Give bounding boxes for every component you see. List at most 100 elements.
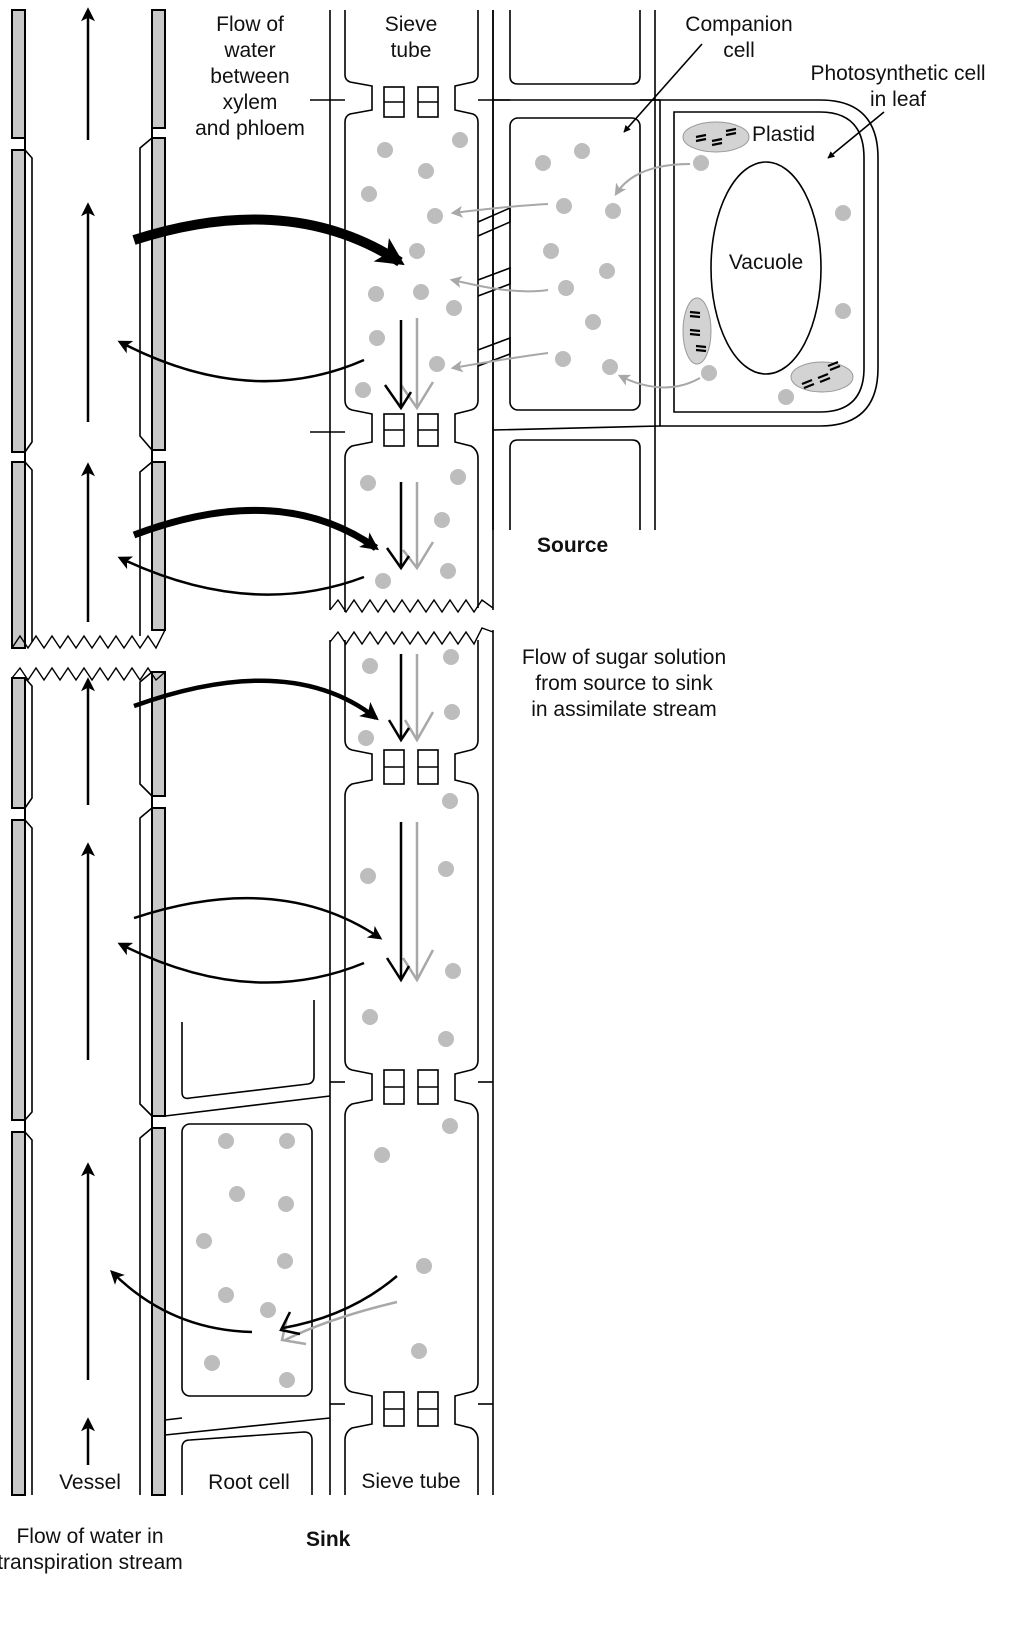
vessel-wall-left (11, 9, 26, 1496)
label-flow-between: Flow of water between xylem and phloem (195, 13, 305, 140)
grey-dot-icon (556, 198, 572, 214)
grey-dot-icon (429, 356, 445, 372)
grey-dot-icon (446, 300, 462, 316)
black-arrow-icon (117, 340, 365, 383)
black-arrow-icon (132, 506, 379, 551)
sugar-flow-arrows (280, 163, 701, 1346)
grey-dot-icon (377, 142, 393, 158)
sieve-tube (310, 10, 660, 1495)
grey-dot-icon (427, 208, 443, 224)
label-vessel: Vessel (59, 1471, 121, 1494)
plastid (790, 360, 854, 393)
black-arrow-icon (110, 1270, 253, 1334)
grey-dot-icon (543, 243, 559, 259)
label-companion-cell: Companion cell (685, 13, 793, 62)
grey-dot-icon (835, 303, 851, 319)
grey-dot-icon (602, 359, 618, 375)
grey-dot-icon (279, 1372, 295, 1388)
grey-dot-icon (434, 512, 450, 528)
grey-dot-icon (535, 155, 551, 171)
label-flow-transpiration: Flow of water in transpiration stream (0, 1525, 183, 1574)
leader-lines (623, 43, 885, 159)
grey-dot-icon (369, 330, 385, 346)
grey-dot-icon (362, 1009, 378, 1025)
grey-dot-icon (277, 1253, 293, 1269)
companion-cell (477, 10, 661, 530)
sieve-plate-icon (383, 1069, 439, 1105)
sieve-plate-icon (383, 749, 439, 785)
black-arrow-icon (117, 556, 365, 596)
grey-dot-icon (605, 203, 621, 219)
grey-dot-icon (835, 205, 851, 221)
grey-dot-icon (358, 730, 374, 746)
grey-dot-icon (585, 314, 601, 330)
zigzag-break-icon (329, 627, 494, 646)
label-sieve-tube-bottom: Sieve tube (361, 1470, 461, 1493)
photosynthetic-cell (659, 99, 879, 427)
sieve-plate-icon (383, 1391, 439, 1427)
grey-dot-icon (411, 1343, 427, 1359)
plastid (682, 297, 712, 365)
grey-dot-icon (260, 1302, 276, 1318)
grey-dot-icon (375, 573, 391, 589)
sieve-plate-icon (383, 86, 439, 118)
black-arrow-icon (133, 678, 379, 721)
plastids (682, 121, 854, 393)
zigzag-break-icon (329, 598, 494, 614)
grey-dot-icon (442, 793, 458, 809)
grey-dot-icon (438, 861, 454, 877)
grey-dot-icon (218, 1133, 234, 1149)
grey-dot-icon (444, 704, 460, 720)
vacuole (710, 161, 822, 375)
sugar-molecules (196, 132, 851, 1388)
grey-dot-icon (229, 1186, 245, 1202)
grey-arrow-icon (450, 352, 549, 373)
black-arrow-icon (117, 942, 365, 984)
grey-dot-icon (360, 868, 376, 884)
grey-dot-icon (442, 1118, 458, 1134)
grey-dot-icon (418, 163, 434, 179)
label-flow-sugar: Flow of sugar solution from source to si… (521, 646, 727, 721)
water-flow-arrows (110, 214, 413, 1336)
black-arrow-icon (132, 214, 405, 267)
grey-dot-icon (204, 1355, 220, 1371)
grey-dot-icon (599, 263, 615, 279)
grey-dot-icon (279, 1133, 295, 1149)
grey-arrow-icon (617, 374, 701, 389)
root-cell (164, 1000, 331, 1495)
label-root-cell: Root cell (208, 1471, 290, 1494)
grey-dot-icon (416, 1258, 432, 1274)
grey-dot-icon (438, 1031, 454, 1047)
grey-dot-icon (450, 469, 466, 485)
label-photosynthetic-cell: Photosynthetic cell in leaf (810, 62, 986, 111)
grey-dot-icon (360, 475, 376, 491)
grey-dot-icon (693, 155, 709, 171)
plastid (682, 121, 750, 153)
grey-dot-icon (778, 389, 794, 405)
label-sink: Sink (306, 1528, 351, 1551)
grey-dot-icon (574, 143, 590, 159)
black-arrow-icon (133, 896, 383, 940)
grey-dot-icon (440, 563, 456, 579)
grey-dot-icon (445, 963, 461, 979)
grey-dot-icon (555, 351, 571, 367)
grey-dot-icon (413, 284, 429, 300)
grey-dot-icon (374, 1147, 390, 1163)
grey-dot-icon (361, 186, 377, 202)
label-source: Source (537, 534, 609, 557)
grey-dot-icon (218, 1287, 234, 1303)
grey-dot-icon (278, 1196, 294, 1212)
label-sieve-tube-top: Sieve tube (384, 13, 438, 62)
grey-dot-icon (452, 132, 468, 148)
vessel-inner-walls (24, 137, 153, 1495)
grey-dot-icon (701, 365, 717, 381)
sieve-plate-icon (383, 413, 439, 447)
grey-dot-icon (368, 286, 384, 302)
grey-dot-icon (409, 243, 425, 259)
grey-arrow-icon (450, 203, 549, 218)
grey-arrow-icon (614, 163, 691, 197)
grey-arrow-icon (449, 276, 549, 293)
grey-dot-icon (362, 658, 378, 674)
grey-dot-icon (355, 382, 371, 398)
